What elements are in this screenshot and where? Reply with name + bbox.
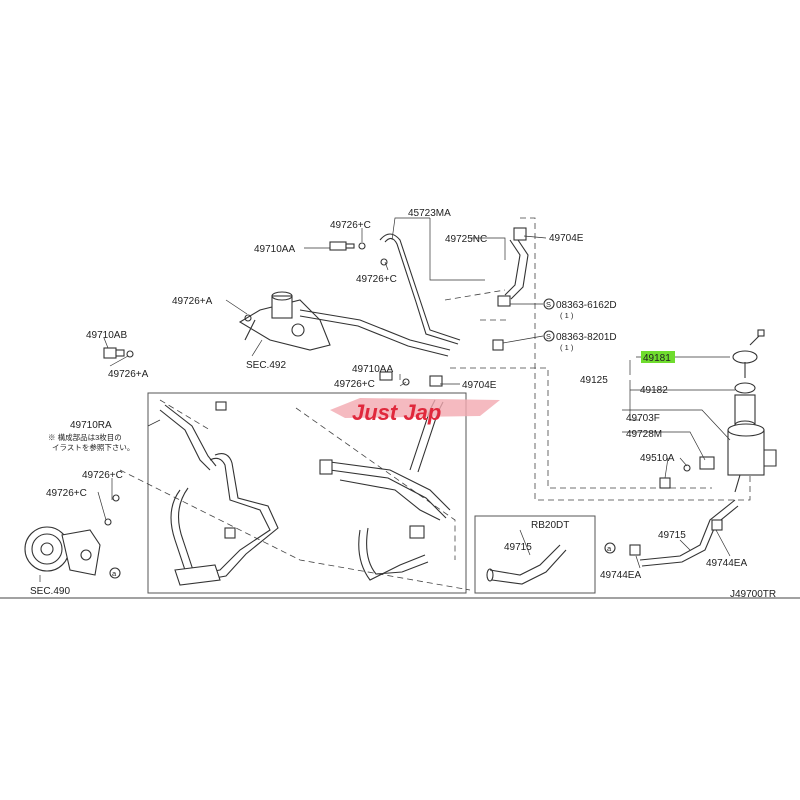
s-marker-6162d-text: S bbox=[546, 300, 551, 309]
note-line-2: イラストを参照下さい。 bbox=[52, 442, 134, 452]
lower-assembly-frame bbox=[147, 392, 467, 594]
rb20dt-inset-frame bbox=[474, 515, 596, 594]
label-49715-right: 49715 bbox=[658, 530, 686, 541]
label-49125: 49125 bbox=[580, 375, 608, 386]
label-08363-8201d-qty: ( 1 ) bbox=[560, 343, 574, 352]
label-49726c-left2: 49726+C bbox=[46, 488, 87, 499]
reservoir-tank-assembly bbox=[659, 329, 777, 493]
label-49726c-left1: 49726+C bbox=[82, 470, 123, 481]
high-pressure-hose bbox=[299, 233, 461, 357]
return-hose-49725nc bbox=[504, 227, 529, 300]
just-jap-watermark: Just Jap bbox=[330, 398, 500, 425]
label-49182: 49182 bbox=[640, 385, 668, 396]
label-49726c-mid: 49726+C bbox=[356, 274, 397, 285]
label-49744ea-left: 49744EA bbox=[600, 570, 641, 581]
watermark-text: Just Jap bbox=[352, 400, 441, 425]
power-steering-pump bbox=[24, 494, 120, 576]
dashed-routing bbox=[119, 217, 751, 591]
steering-gear-assembly bbox=[238, 291, 331, 351]
label-49710aa-mid: 49710AA bbox=[352, 364, 393, 375]
ref-a-left: a bbox=[112, 569, 117, 578]
label-sec492: SEC.492 bbox=[246, 360, 286, 371]
label-49703f: 49703F bbox=[626, 413, 660, 424]
ref-a-right: a bbox=[607, 544, 612, 553]
ref-a-circle-left bbox=[109, 567, 121, 579]
label-08363-8201d: 08363-8201D bbox=[556, 332, 617, 343]
s-marker-6162d bbox=[543, 298, 555, 310]
label-sec490: SEC.490 bbox=[30, 586, 70, 597]
label-49726a-left: 49726+A bbox=[108, 369, 149, 380]
part-49181-highlight bbox=[641, 351, 675, 363]
label-49744ea-right: 49744EA bbox=[706, 558, 747, 569]
label-49726c-center: 49726+C bbox=[334, 379, 375, 390]
label-49510a: 49510A bbox=[640, 453, 675, 464]
label-49710aa-top: 49710AA bbox=[254, 244, 295, 255]
label-08363-6162d-qty: ( 1 ) bbox=[560, 311, 574, 320]
s-marker-8201d-text: S bbox=[546, 332, 551, 341]
bolts-top bbox=[103, 241, 511, 387]
diagram-code: J49700TR bbox=[730, 589, 776, 600]
label-49726c-top: 49726+C bbox=[330, 220, 371, 231]
ref-a-circle-right bbox=[604, 542, 616, 554]
note-line-1: ※ 構成部品は3枚目の bbox=[48, 432, 122, 442]
label-49710ra: 49710RA bbox=[70, 420, 112, 431]
label-49181[interactable]: 49181 bbox=[643, 353, 671, 364]
label-49726a-top: 49726+A bbox=[172, 296, 213, 307]
label-49728m: 49728M bbox=[626, 429, 662, 440]
label-49725nc: 49725NC bbox=[445, 234, 487, 245]
label-49715-inset: 49715 bbox=[504, 542, 532, 553]
label-49704e-mid: 49704E bbox=[462, 380, 497, 391]
inset-hose-49715 bbox=[486, 544, 567, 585]
suction-hose-49715 bbox=[629, 499, 739, 567]
lower-pipe-assembly bbox=[159, 399, 451, 586]
label-49704e-top: 49704E bbox=[549, 233, 584, 244]
label-49710ab: 49710AB bbox=[86, 330, 127, 341]
label-08363-6162d: 08363-6162D bbox=[556, 300, 617, 311]
s-marker-8201d bbox=[543, 330, 555, 342]
label-45723ma: 45723MA bbox=[408, 208, 451, 219]
part-labels: 49726+C 45723MA 49710AA 49725NC 49704E 4… bbox=[30, 208, 776, 600]
label-rb20dt: RB20DT bbox=[531, 520, 569, 531]
